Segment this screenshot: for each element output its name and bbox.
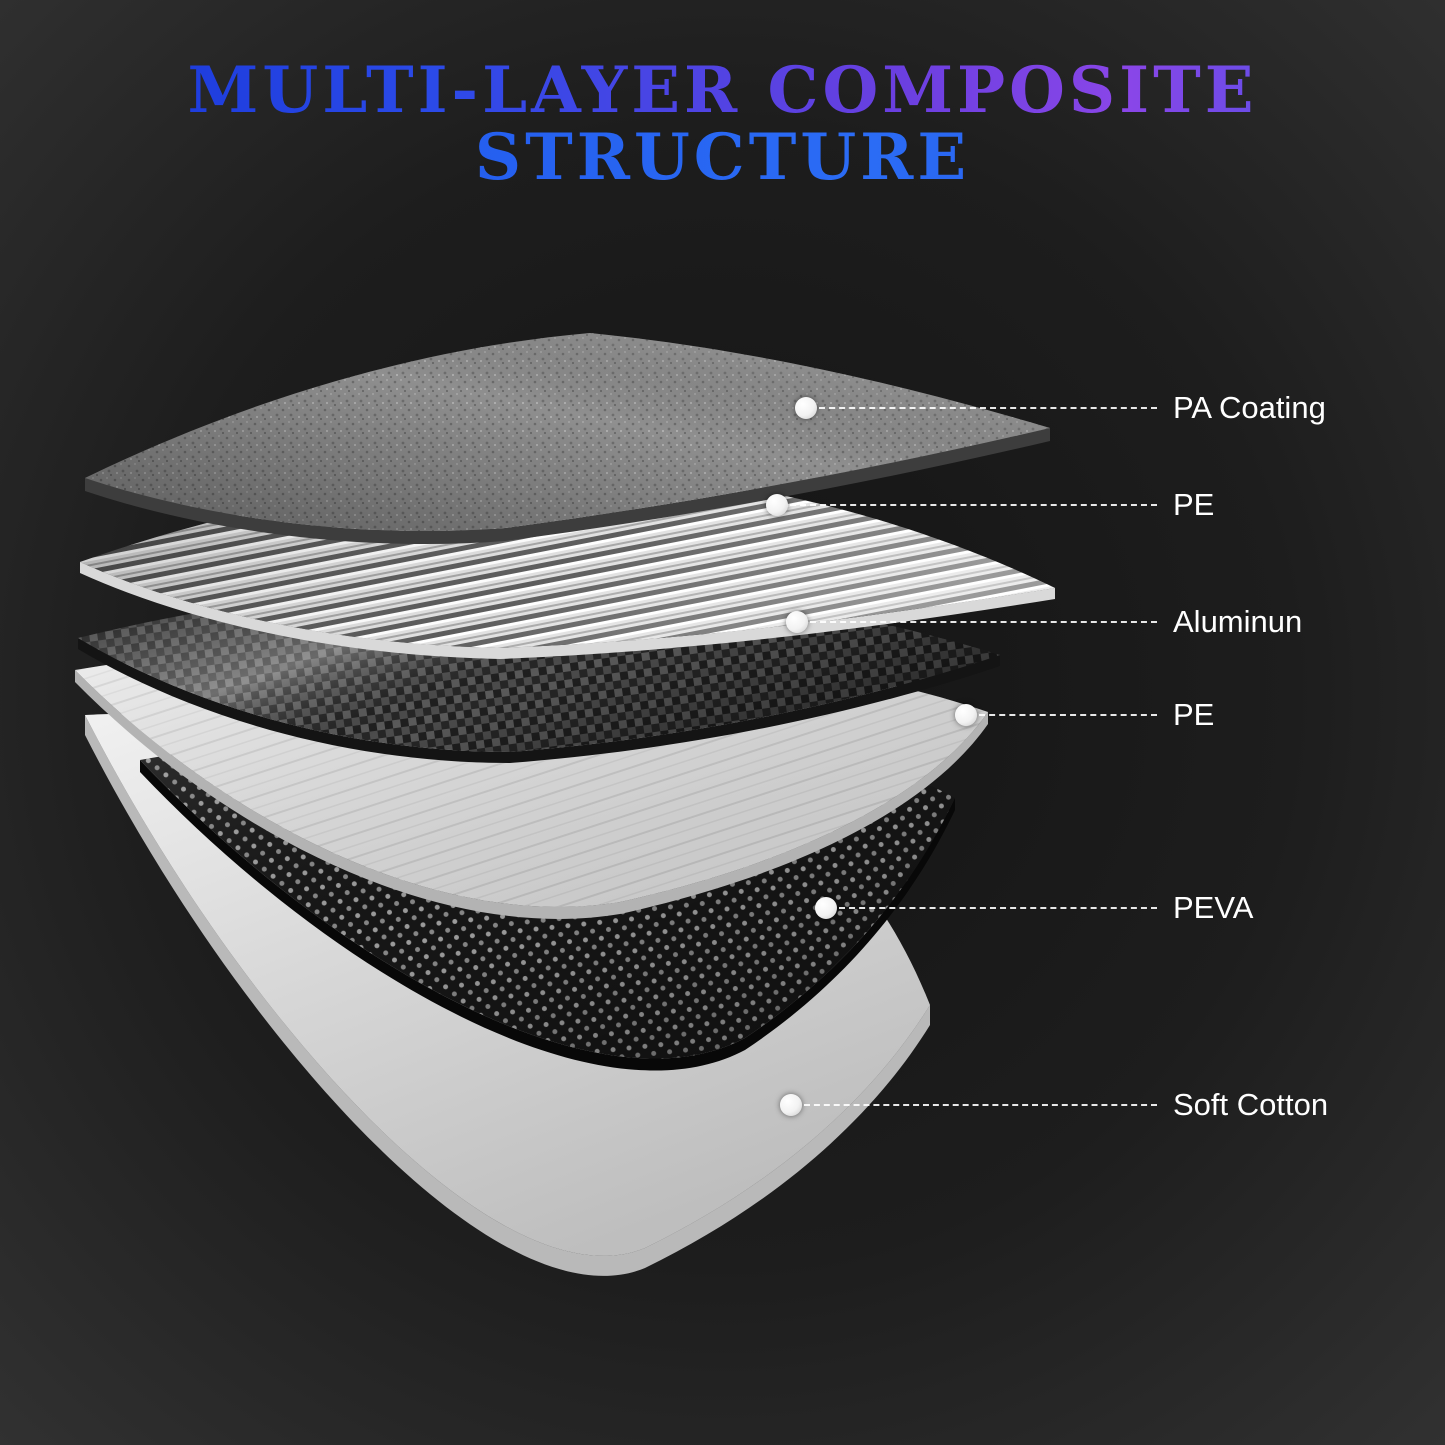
callout-dot-pe-top bbox=[766, 494, 788, 516]
callout-soft-cotton: Soft Cotton bbox=[780, 1087, 1328, 1122]
layer-soft-cotton-edge bbox=[85, 715, 930, 1276]
callout-label-soft-cotton: Soft Cotton bbox=[1173, 1087, 1329, 1122]
layer-pa-coating-edge bbox=[85, 428, 1050, 545]
callout-dot-pe-bottom bbox=[955, 704, 977, 726]
callout-peva: PEVA bbox=[815, 890, 1253, 925]
leader-line-peva bbox=[839, 907, 1157, 909]
callout-pa-coating: PA Coating bbox=[795, 390, 1326, 425]
callout-aluminum: Aluminun bbox=[786, 604, 1302, 639]
layer-peva-edge bbox=[140, 760, 955, 1071]
callout-label-pe-top: PE bbox=[1173, 487, 1215, 522]
title-line-1: MULTI-LAYER COMPOSITE bbox=[0, 57, 1445, 125]
layer-pe-top-edge bbox=[80, 562, 1055, 659]
callout-pe-bottom: PE bbox=[955, 697, 1214, 732]
leader-line-pe-bottom bbox=[979, 714, 1157, 716]
callout-dot-peva bbox=[815, 897, 837, 919]
callout-label-peva: PEVA bbox=[1173, 890, 1254, 925]
title-line-2: STRUCTURE bbox=[0, 124, 1445, 192]
leader-line-aluminum bbox=[810, 621, 1157, 623]
layer-pa-coating bbox=[85, 333, 1050, 545]
page-title: MULTI-LAYER COMPOSITE STRUCTURE bbox=[0, 57, 1445, 192]
callout-pe-top: PE bbox=[766, 487, 1214, 522]
callout-label-pe-bottom: PE bbox=[1173, 697, 1215, 732]
callout-dot-aluminum bbox=[786, 611, 808, 633]
callout-dot-pa-coating bbox=[795, 397, 817, 419]
leader-line-pa-coating bbox=[819, 407, 1157, 409]
callout-dot-soft-cotton bbox=[780, 1094, 802, 1116]
layer-pa-coating-shading bbox=[85, 333, 1050, 532]
leader-line-soft-cotton bbox=[804, 1104, 1157, 1106]
layer-aluminum-edge bbox=[78, 638, 1000, 763]
callout-label-pa-coating: PA Coating bbox=[1173, 390, 1326, 425]
leader-line-pe-top bbox=[790, 504, 1157, 506]
callout-label-aluminum: Aluminun bbox=[1173, 604, 1303, 639]
